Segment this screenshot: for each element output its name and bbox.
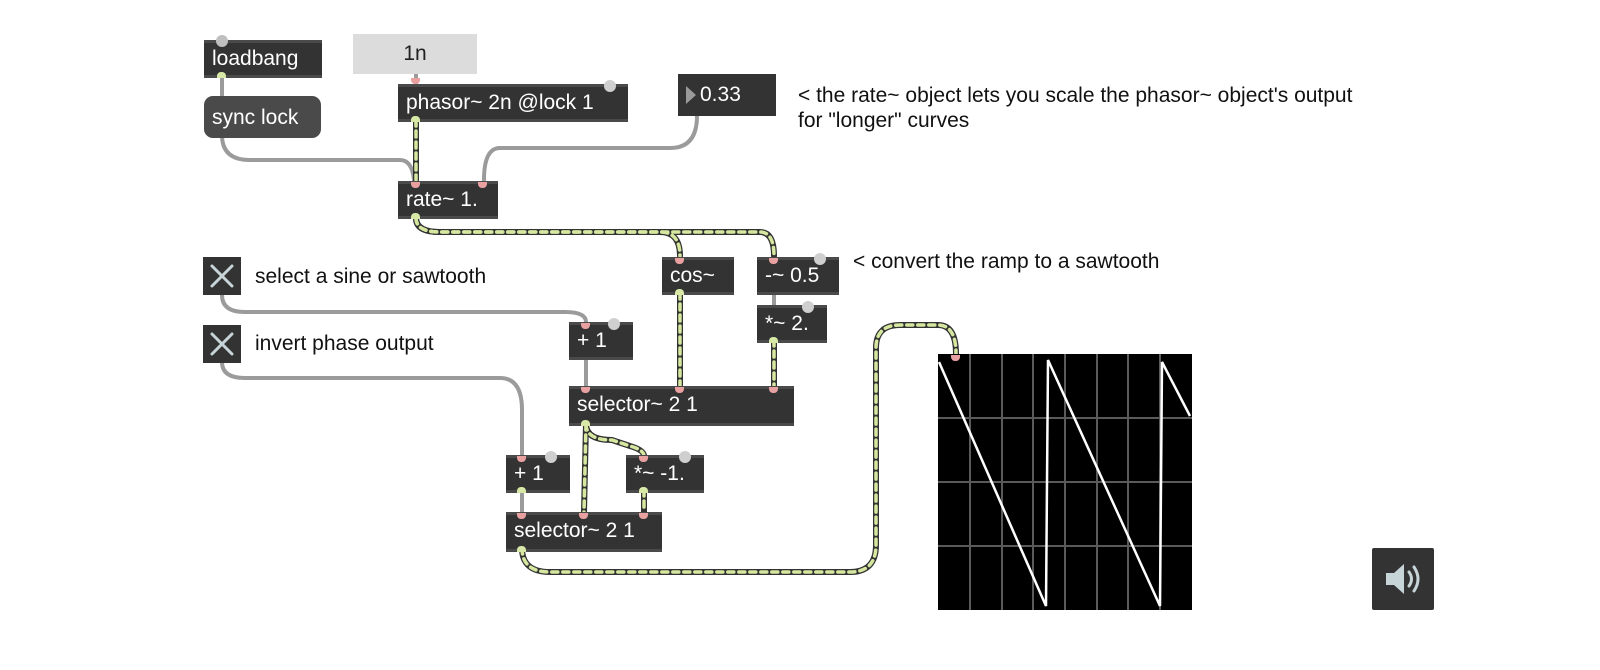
plus1-b-outlet[interactable] bbox=[517, 487, 526, 493]
x-icon bbox=[210, 264, 234, 288]
rate-comment: < the rate~ object lets you scale the ph… bbox=[798, 83, 1352, 133]
selector-a-outlet[interactable] bbox=[581, 420, 590, 426]
phasor-label: phasor~ 2n @lock 1 bbox=[406, 91, 594, 114]
selector-b-inlet-2[interactable] bbox=[579, 513, 588, 519]
plus1-a-knob bbox=[608, 318, 620, 330]
sawtooth-comment: < convert the ramp to a sawtooth bbox=[853, 250, 1160, 273]
minus-label: -~ 0.5 bbox=[765, 264, 820, 287]
minus-knob bbox=[814, 253, 826, 265]
loadbang-knob bbox=[216, 35, 228, 47]
rate-inlet-left[interactable] bbox=[411, 182, 420, 188]
cos-object[interactable]: cos~ bbox=[662, 257, 734, 295]
selector-a-label: selector~ 2 1 bbox=[577, 393, 698, 416]
rate-number-box[interactable]: 0.33 bbox=[678, 74, 776, 116]
selector-b-inlet-1[interactable] bbox=[517, 513, 526, 519]
phasor-knob bbox=[604, 80, 616, 92]
rate-outlet[interactable] bbox=[411, 213, 420, 219]
cos-inlet[interactable] bbox=[675, 258, 684, 264]
times-neg-inlet[interactable] bbox=[639, 456, 648, 462]
minus-inlet[interactable] bbox=[769, 258, 778, 264]
times2-object[interactable]: *~ 2. bbox=[757, 305, 827, 343]
plus1-a-object[interactable]: + 1 bbox=[569, 322, 633, 360]
times-neg-knob bbox=[679, 451, 691, 463]
invert-comment: invert phase output bbox=[255, 332, 434, 355]
selector-b-label: selector~ 2 1 bbox=[514, 519, 635, 542]
plus1-b-label: + 1 bbox=[514, 462, 544, 485]
loadbang-label: loadbang bbox=[212, 47, 299, 70]
selector-a-inlet-3[interactable] bbox=[769, 387, 778, 393]
1n-label: 1n bbox=[403, 42, 427, 65]
times2-knob bbox=[802, 301, 814, 313]
scope-display[interactable] bbox=[938, 354, 1192, 610]
speaker-icon bbox=[1386, 564, 1420, 594]
rate-number-value: 0.33 bbox=[700, 83, 741, 106]
times2-label: *~ 2. bbox=[765, 312, 809, 335]
number-arrow-icon bbox=[686, 86, 696, 104]
1n-message[interactable]: 1n bbox=[353, 34, 477, 74]
select-comment: select a sine or sawtooth bbox=[255, 265, 487, 288]
sync-lock-message[interactable]: sync lock bbox=[204, 96, 321, 138]
plus1-a-inlet[interactable] bbox=[581, 323, 590, 329]
phasor-inlet[interactable] bbox=[411, 78, 420, 84]
selector-b-inlet-3[interactable] bbox=[639, 513, 648, 519]
scope-waveform bbox=[938, 354, 1192, 610]
plus1-b-knob bbox=[545, 451, 557, 463]
selector-b-outlet[interactable] bbox=[517, 546, 526, 552]
rate-label: rate~ 1. bbox=[406, 188, 478, 211]
times-neg-label: *~ -1. bbox=[634, 462, 685, 485]
plus1-b-inlet[interactable] bbox=[517, 456, 526, 462]
selector-a-inlet-1[interactable] bbox=[581, 387, 590, 393]
cos-label: cos~ bbox=[670, 264, 715, 287]
cos-outlet[interactable] bbox=[675, 289, 684, 295]
dac-button[interactable] bbox=[1372, 548, 1434, 610]
times2-outlet[interactable] bbox=[769, 337, 778, 343]
x-icon bbox=[210, 332, 234, 356]
sync-lock-label: sync lock bbox=[212, 106, 299, 129]
phasor-object[interactable]: phasor~ 2n @lock 1 bbox=[398, 84, 628, 122]
rate-inlet-right[interactable] bbox=[478, 182, 487, 188]
sine-saw-toggle[interactable] bbox=[203, 257, 241, 295]
plus1-b-object[interactable]: + 1 bbox=[506, 455, 570, 493]
selector-a-inlet-2[interactable] bbox=[675, 387, 684, 393]
rate-comment-line2: for "longer" curves bbox=[798, 109, 970, 132]
plus1-a-label: + 1 bbox=[577, 329, 607, 352]
times-neg-outlet[interactable] bbox=[639, 487, 648, 493]
invert-toggle[interactable] bbox=[203, 325, 241, 363]
phasor-outlet[interactable] bbox=[411, 116, 420, 122]
rate-comment-line1: < the rate~ object lets you scale the ph… bbox=[798, 84, 1353, 107]
selector-a-object[interactable]: selector~ 2 1 bbox=[569, 386, 794, 426]
loadbang-outlet[interactable] bbox=[217, 72, 226, 78]
times-neg-object[interactable]: *~ -1. bbox=[626, 455, 704, 493]
scope-inlet[interactable] bbox=[951, 355, 960, 361]
